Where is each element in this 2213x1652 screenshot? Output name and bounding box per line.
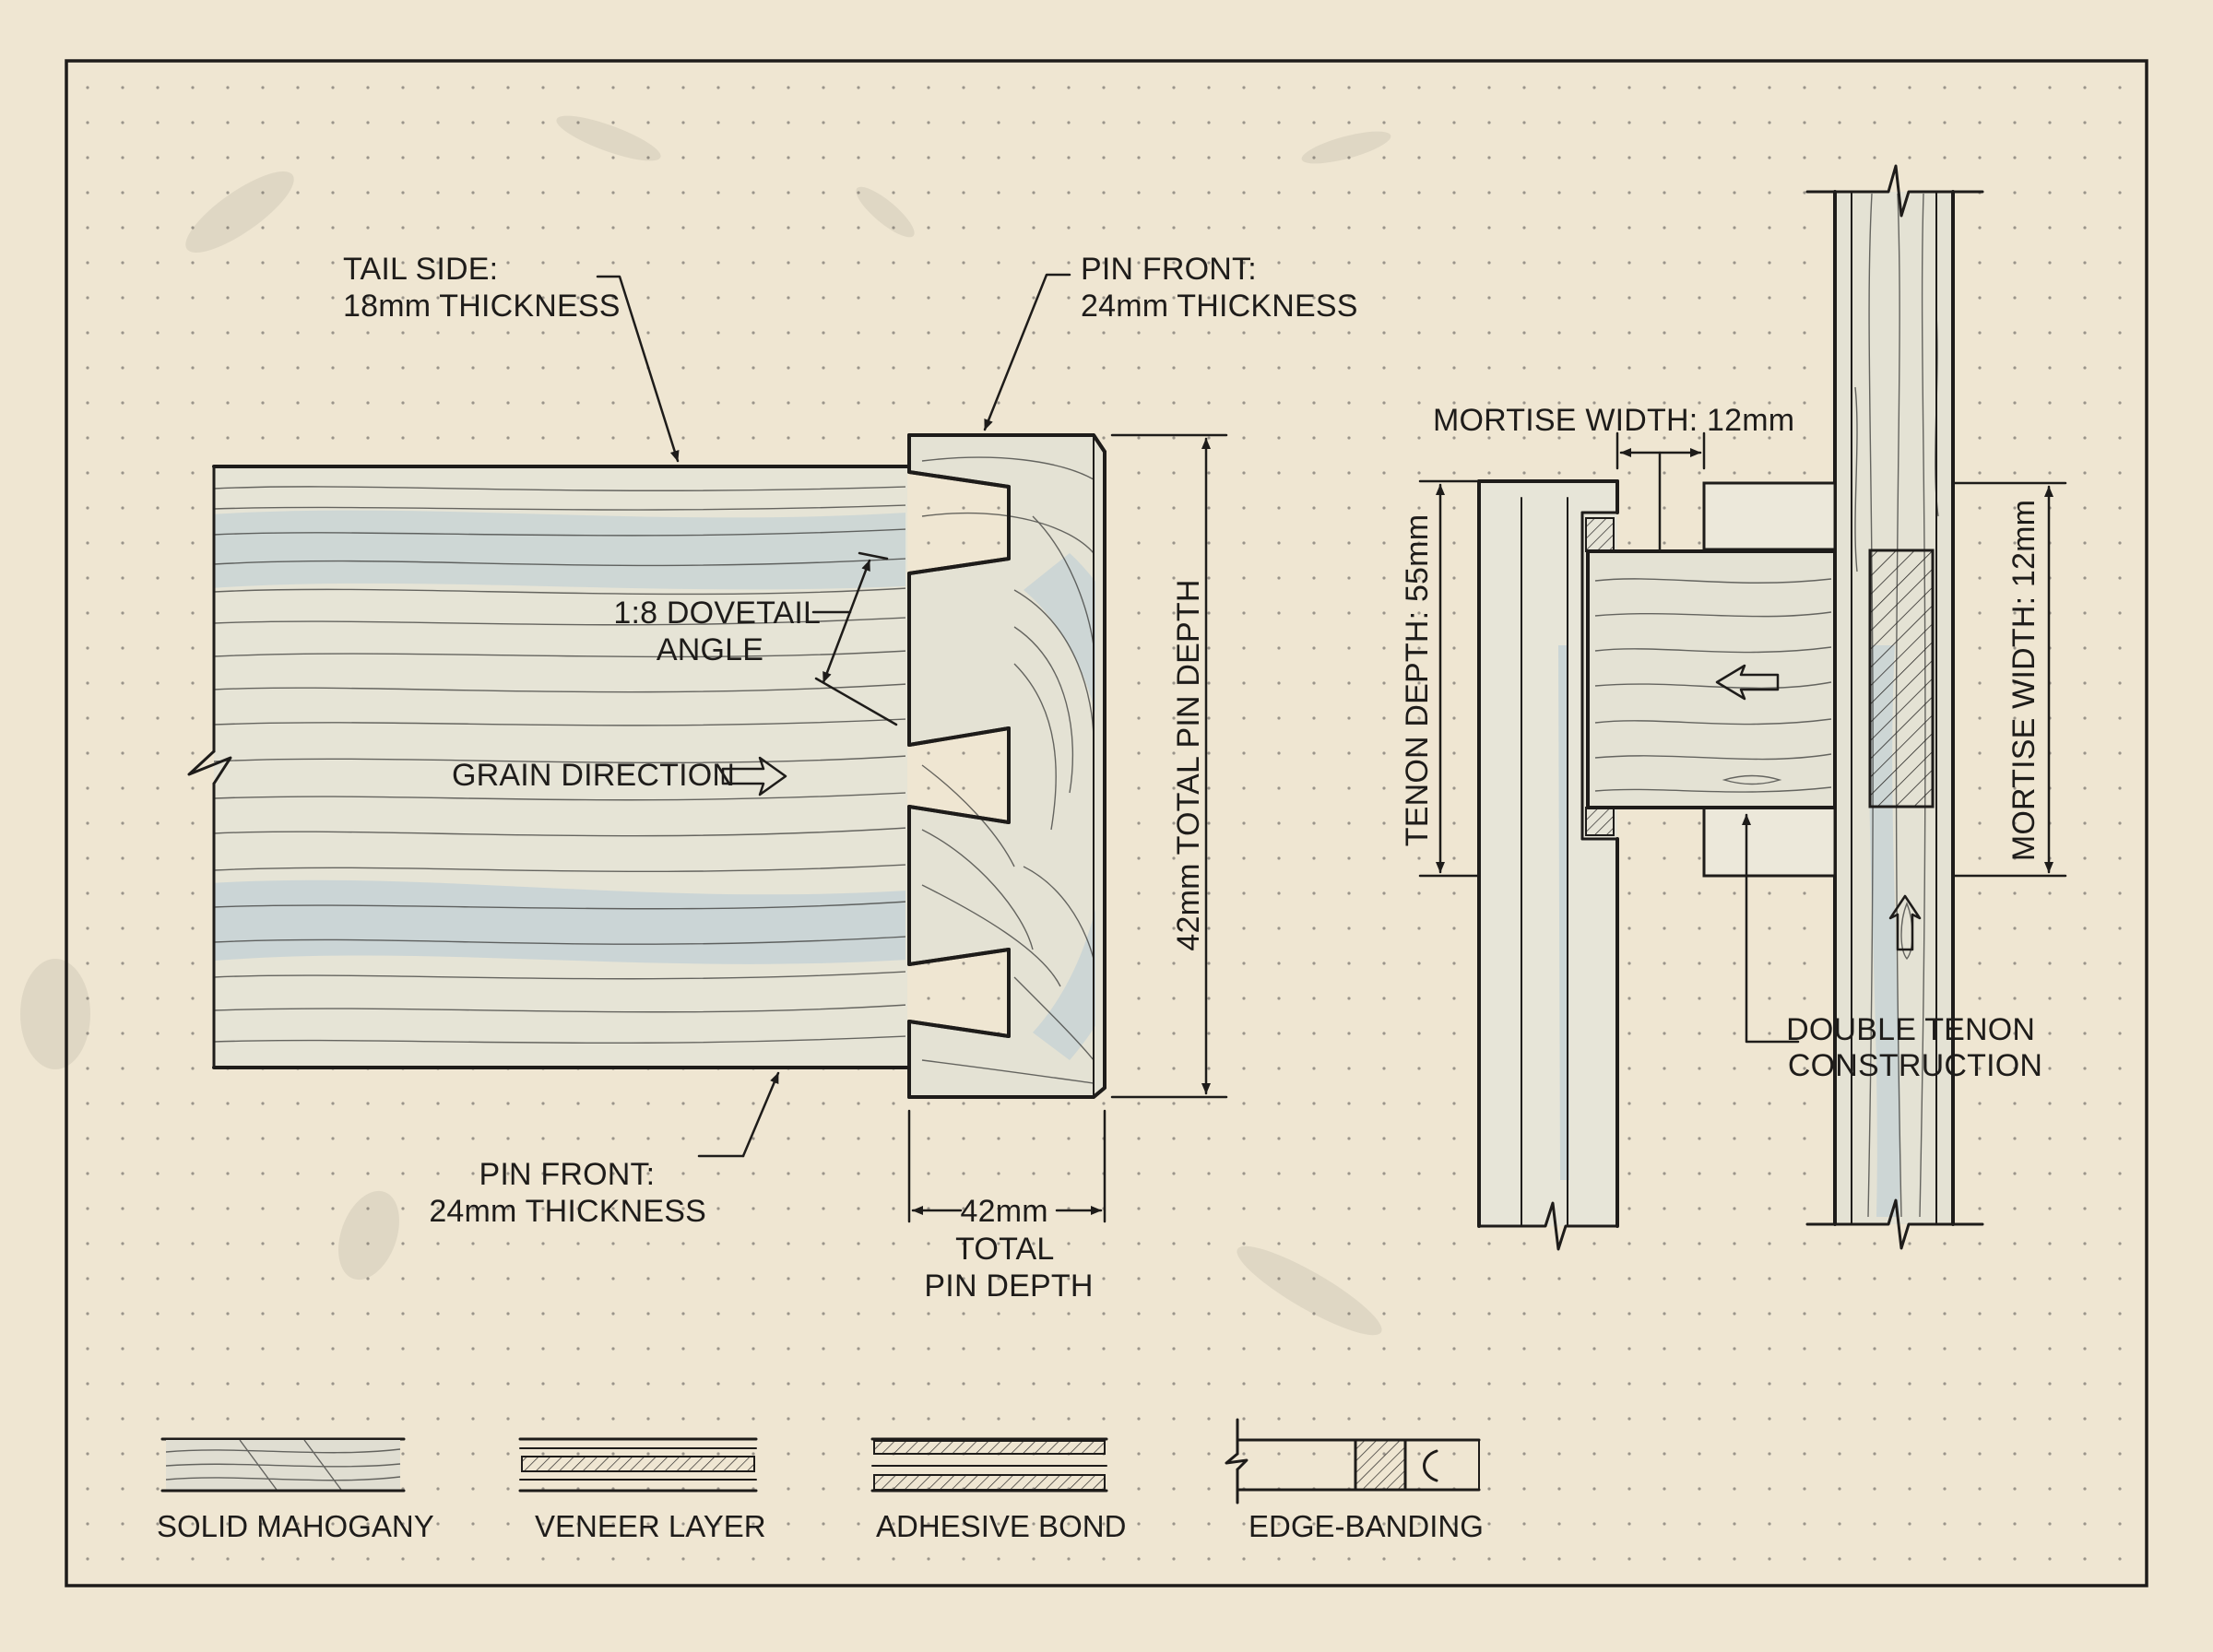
smudges <box>20 115 1391 1336</box>
svg-text:ADHESIVE BOND: ADHESIVE BOND <box>876 1509 1126 1543</box>
tenon-depth-label: TENON DEPTH: 55mm <box>1400 514 1435 846</box>
grain-direction-label: GRAIN DIRECTION <box>452 758 735 793</box>
grain-direction-arrow-icon <box>721 756 787 796</box>
pin-front-top-label: PIN FRONT: 24mm THICKNESS <box>1081 252 1358 324</box>
material-legend: SOLID MAHOGANY VENEER LAYER ADHESIVE BON… <box>157 1418 1484 1543</box>
pin-depth-bottom-label: 42mm TOTAL PIN DEPTH <box>924 1194 1093 1304</box>
right-post <box>1805 164 1984 1250</box>
legend-veneer-layer: VENEER LAYER <box>518 1437 766 1543</box>
mortise-tenon-dimensions <box>1418 431 2067 1044</box>
rail-with-tenon <box>1586 481 1837 878</box>
drawing-border <box>65 59 2148 1587</box>
mortise-width-top-label: MORTISE WIDTH: 12mm <box>1433 403 1794 438</box>
tenon-direction-arrow-icon <box>1715 664 1780 701</box>
pin-board <box>907 433 1106 1099</box>
dovetail-leaders <box>596 273 1228 1223</box>
pin-depth-vertical-label: 42mm TOTAL PIN DEPTH <box>1171 579 1206 950</box>
double-tenon-label: DOUBLE TENON CONSTRUCTION <box>1786 1012 2044 1083</box>
pin-front-bottom-label: PIN FRONT: 24mm THICKNESS <box>429 1157 706 1229</box>
svg-text:SOLID MAHOGANY: SOLID MAHOGANY <box>157 1509 434 1543</box>
tail-side-label: TAIL SIDE: 18mm THICKNESS <box>343 252 621 324</box>
dovetail-angle-label: 1:8 DOVETAIL ANGLE <box>613 596 828 667</box>
legend-edge-banding: EDGE-BANDING <box>1225 1418 1484 1543</box>
mortise-width-right-label: MORTISE WIDTH: 12mm <box>2006 500 2041 861</box>
legend-solid-mahogany: SOLID MAHOGANY <box>157 1437 434 1543</box>
legend-adhesive-bond: ADHESIVE BOND <box>870 1437 1126 1543</box>
dovetail-joint: TAIL SIDE: 18mm THICKNESS PIN FRONT: 24m… <box>187 252 1358 1304</box>
grain-arrow-up-icon <box>1888 894 1922 951</box>
svg-text:EDGE-BANDING: EDGE-BANDING <box>1249 1509 1484 1543</box>
svg-text:VENEER LAYER: VENEER LAYER <box>535 1509 766 1543</box>
mortise-tenon-joint: MORTISE WIDTH: 12mm TENON DEPTH: 55mm MO… <box>1400 164 2067 1251</box>
tail-board <box>187 465 909 1069</box>
